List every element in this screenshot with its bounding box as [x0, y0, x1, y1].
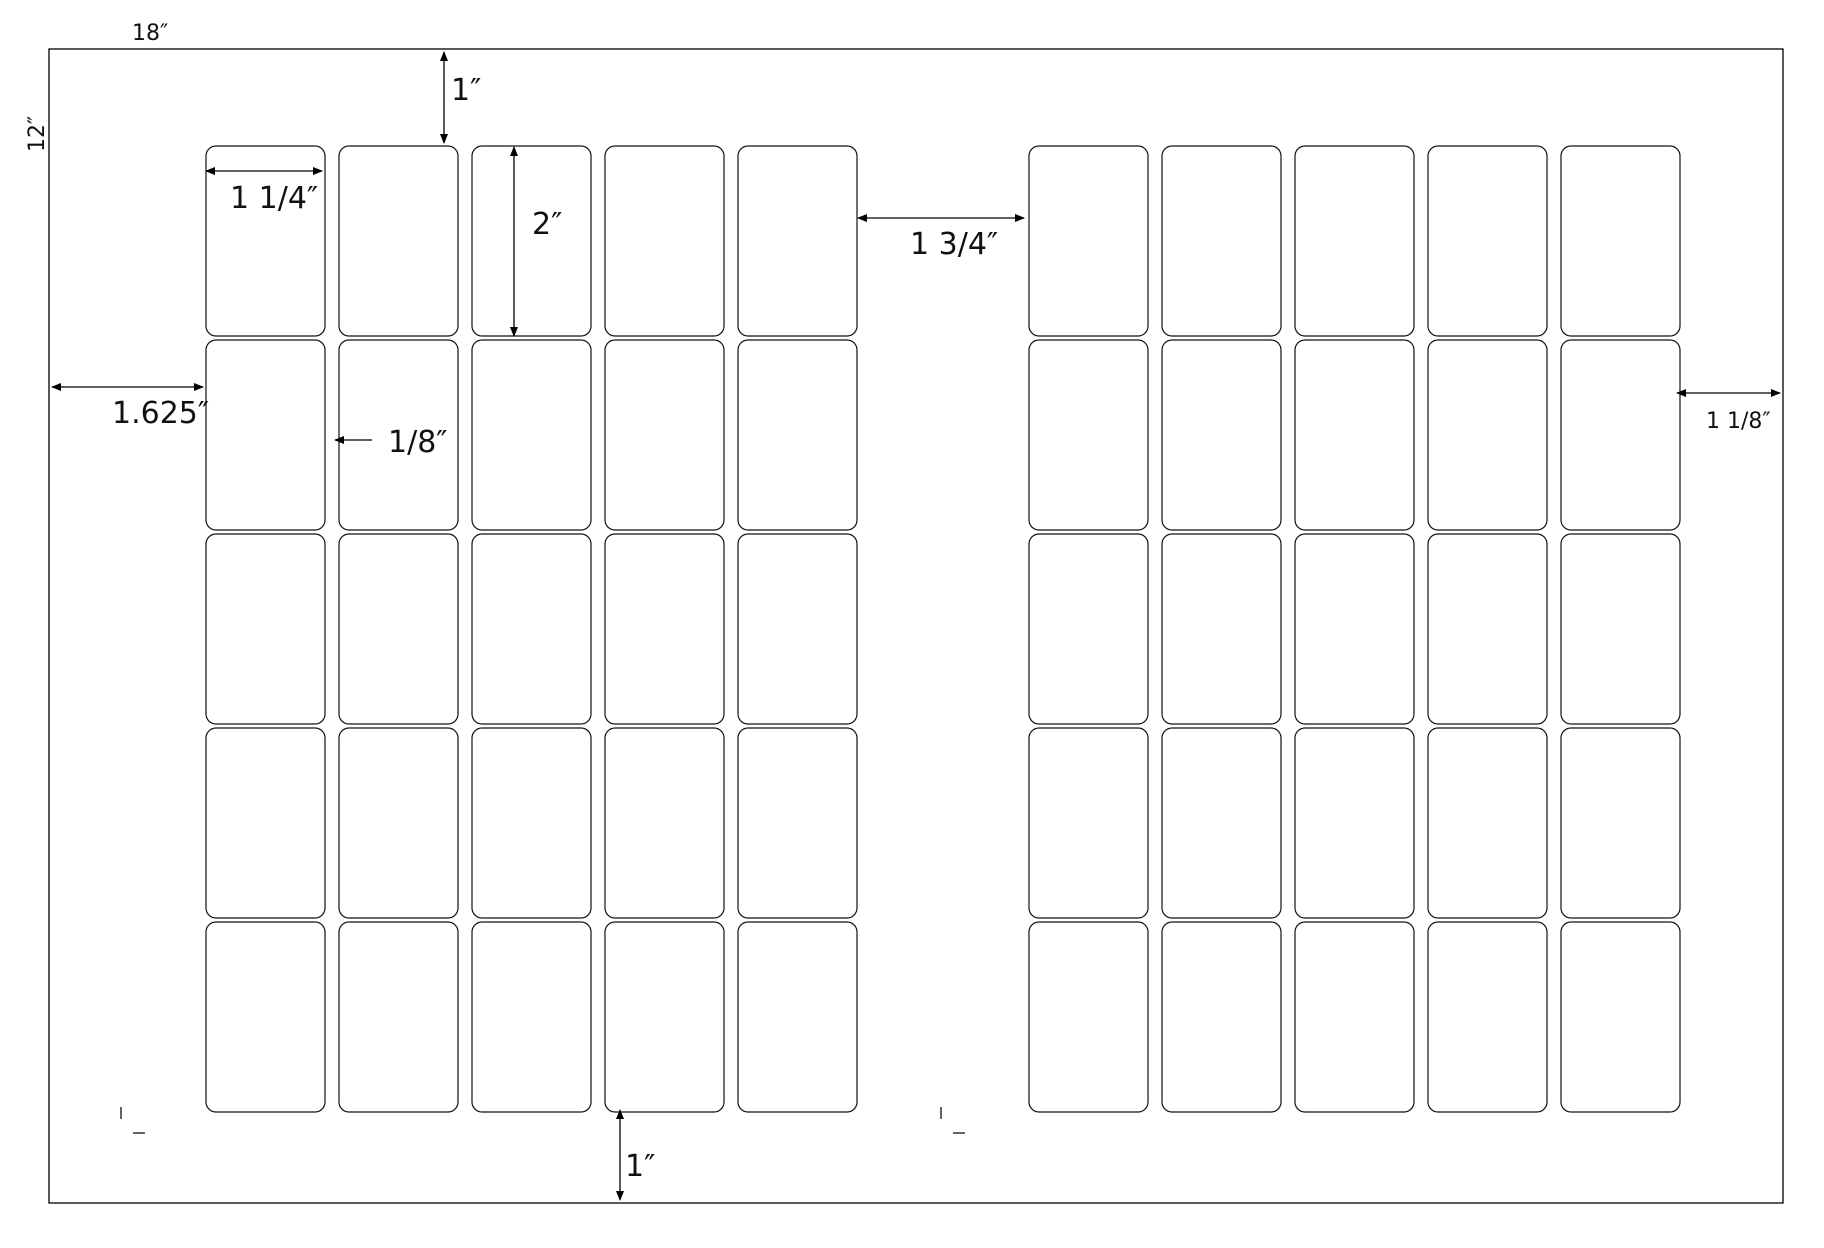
label-cell — [205, 533, 326, 725]
label-cell — [1427, 145, 1548, 337]
label-cell — [1161, 339, 1282, 531]
bottom-margin-text: 1″ — [625, 1149, 655, 1184]
label-grid — [205, 145, 1681, 1113]
label-cell — [471, 727, 592, 919]
right-margin-dimension: 1 1/8″ — [1676, 389, 1781, 434]
label-cell — [1294, 533, 1415, 725]
label-cell — [604, 339, 725, 531]
label-width-dimension: 1 1/4″ — [205, 167, 323, 216]
label-cell — [1028, 727, 1149, 919]
label-cell — [1161, 145, 1282, 337]
registration-mark-left — [120, 1107, 145, 1134]
label-cell — [737, 727, 858, 919]
label-cell — [205, 339, 326, 531]
label-cell — [338, 921, 459, 1113]
label-cell — [471, 339, 592, 531]
label-height-dimension: 2″ — [510, 146, 562, 337]
label-cell — [1028, 339, 1149, 531]
label-cell — [737, 533, 858, 725]
right-margin-text: 1 1/8″ — [1706, 409, 1771, 434]
label-height-text: 2″ — [532, 207, 562, 242]
label-cell — [737, 145, 858, 337]
label-cell — [1427, 727, 1548, 919]
label-cell — [1028, 145, 1149, 337]
sheet-border — [48, 48, 1784, 1204]
label-cell — [1560, 727, 1681, 919]
label-cell — [1560, 339, 1681, 531]
column-gap-dimension: 1/8″ — [334, 425, 448, 460]
label-width-text: 1 1/4″ — [230, 181, 318, 216]
label-cell — [338, 145, 459, 337]
label-cell — [1294, 727, 1415, 919]
label-cell — [1294, 145, 1415, 337]
top-margin-text: 1″ — [451, 73, 481, 108]
label-cell — [1294, 921, 1415, 1113]
label-cell — [737, 921, 858, 1113]
group-gap-dimension: 1 3/4″ — [857, 214, 1025, 262]
left-margin-text: 1.625″ — [112, 396, 209, 431]
label-cell — [1560, 533, 1681, 725]
label-cell — [1427, 921, 1548, 1113]
label-cell — [604, 145, 725, 337]
label-cell — [205, 145, 326, 337]
label-cell — [1427, 339, 1548, 531]
label-cell — [604, 921, 725, 1113]
label-cell — [1028, 921, 1149, 1113]
label-cell — [1560, 921, 1681, 1113]
label-cell — [1294, 339, 1415, 531]
registration-mark-right — [940, 1107, 965, 1134]
top-margin-dimension: 1″ — [440, 51, 481, 144]
label-cell — [604, 727, 725, 919]
label-cell — [471, 533, 592, 725]
sheet-width-label: 18″ — [132, 21, 168, 46]
label-cell — [471, 921, 592, 1113]
label-cell — [338, 727, 459, 919]
label-cell — [1560, 145, 1681, 337]
label-cell — [338, 533, 459, 725]
label-cell — [1161, 533, 1282, 725]
label-cell — [205, 921, 326, 1113]
label-cell — [604, 533, 725, 725]
label-cell — [1161, 727, 1282, 919]
bottom-margin-dimension: 1″ — [616, 1109, 655, 1201]
label-cell — [1161, 921, 1282, 1113]
left-margin-dimension: 1.625″ — [51, 383, 209, 431]
sheet-height-label: 12″ — [25, 116, 50, 152]
label-cell — [205, 727, 326, 919]
label-cell — [1028, 533, 1149, 725]
label-cell — [1427, 533, 1548, 725]
group-gap-text: 1 3/4″ — [910, 227, 998, 262]
label-cell — [338, 339, 459, 531]
label-cell — [471, 145, 592, 337]
label-cell — [737, 339, 858, 531]
column-gap-text: 1/8″ — [388, 425, 448, 460]
